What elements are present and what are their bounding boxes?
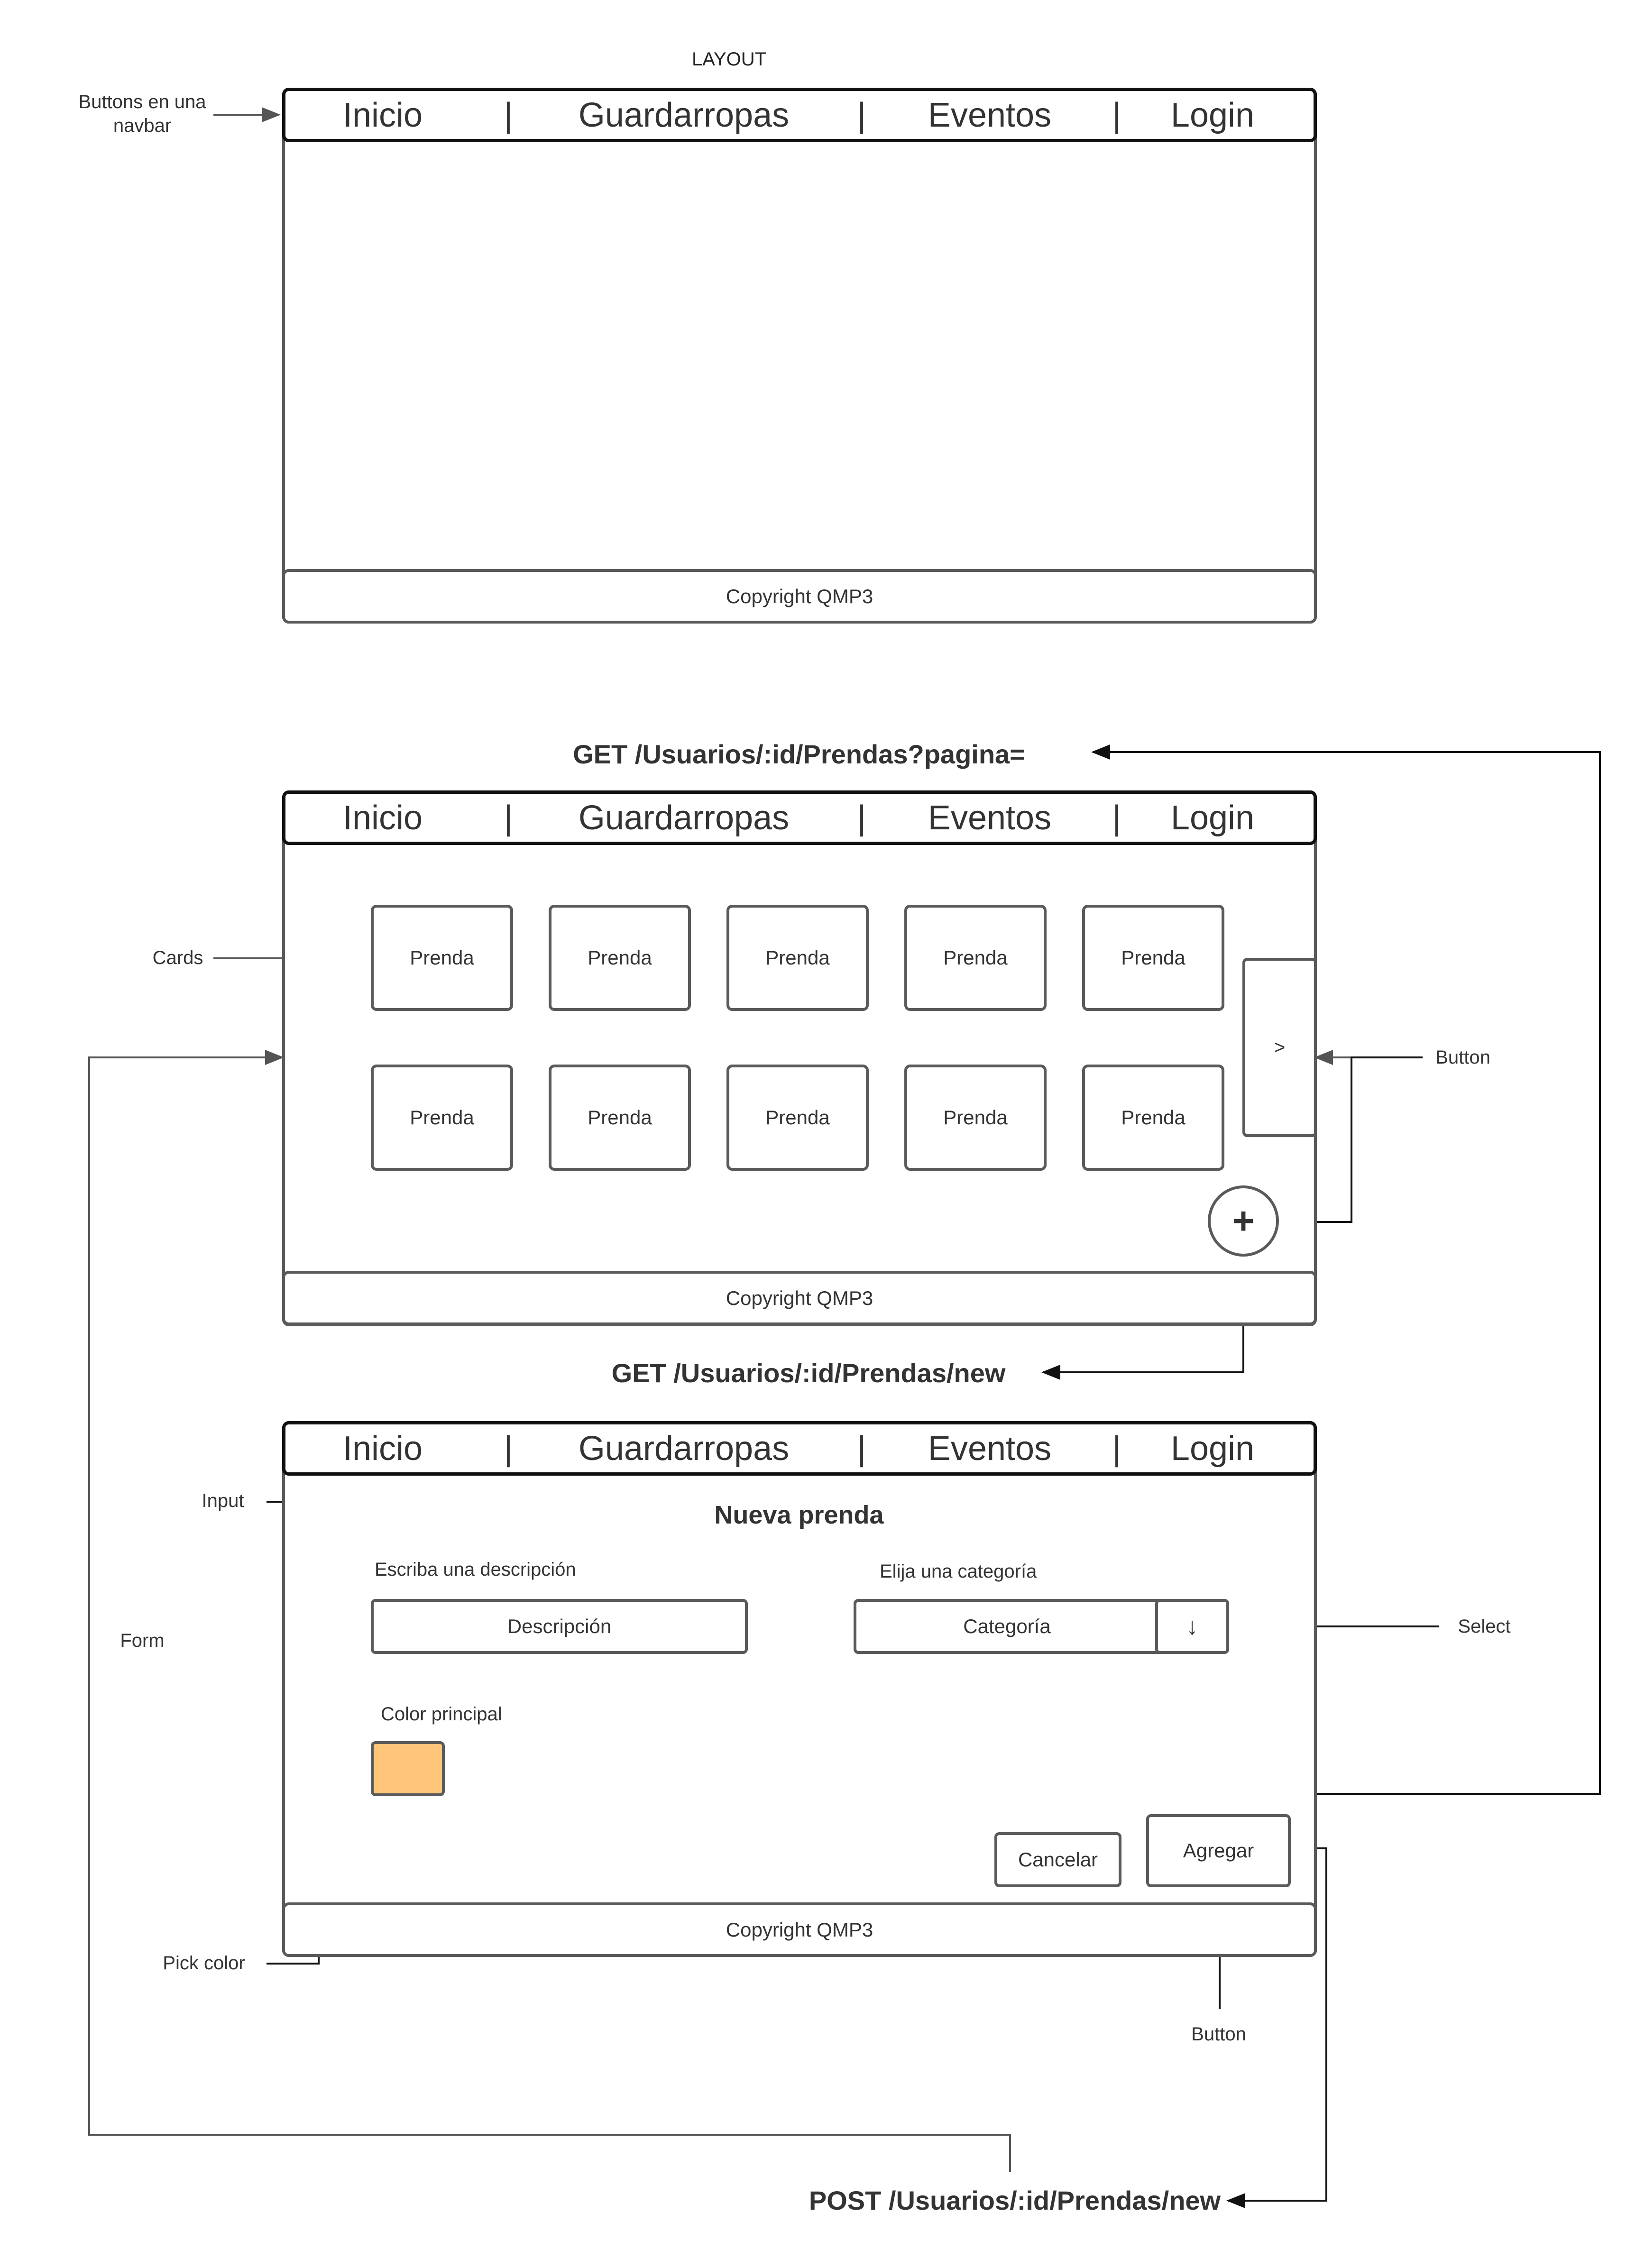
next-page-button[interactable]: > [1242, 958, 1317, 1137]
cancel-button[interactable]: Cancelar [994, 1832, 1121, 1887]
layout-title: LAYOUT [691, 48, 767, 70]
prenda-card[interactable]: Prenda [904, 905, 1047, 1011]
add-prenda-button[interactable]: + [1208, 1185, 1279, 1257]
form-annotation: Form [120, 1630, 165, 1651]
new-prenda-frame [282, 1421, 1317, 1957]
nav-separator: | [504, 1429, 513, 1468]
nav-item-inicio[interactable]: Inicio [342, 799, 423, 837]
prenda-card[interactable]: Prenda [1082, 905, 1224, 1011]
select-annotation: Select [1458, 1616, 1511, 1637]
nav-separator: | [1112, 799, 1121, 837]
nav-separator: | [857, 1429, 866, 1468]
prenda-card[interactable]: Prenda [371, 1065, 513, 1171]
nav-separator: | [504, 96, 513, 134]
layout-footer: Copyright QMP3 [282, 569, 1317, 624]
navbar-annotation: Buttons en una navbar [78, 92, 206, 136]
nav-item-eventos[interactable]: Eventos [928, 1429, 1052, 1468]
layout-frame [282, 88, 1317, 624]
nav-item-eventos[interactable]: Eventos [928, 799, 1052, 837]
color-picker-swatch[interactable] [371, 1741, 445, 1796]
nav-item-guardarropas[interactable]: Guardarropas [578, 1429, 790, 1468]
category-select-value: Categoría [963, 1615, 1051, 1637]
color-label: Color principal [381, 1703, 502, 1725]
route-post: POST /Usuarios/:id/Prendas/new [809, 2185, 1221, 2215]
add-button[interactable]: Agregar [1146, 1814, 1291, 1887]
layout-navbar: Inicio | Guardarropas | Eventos | Login [282, 88, 1317, 142]
description-input[interactable]: Descripción [371, 1599, 748, 1654]
list-navbar: Inicio | Guardarropas | Eventos | Login [282, 790, 1317, 845]
prenda-card[interactable]: Prenda [726, 905, 869, 1011]
nav-item-inicio[interactable]: Inicio [342, 1429, 423, 1468]
route-new: GET /Usuarios/:id/Prendas/new [611, 1358, 1006, 1388]
input-annotation: Input [202, 1490, 244, 1511]
button-annotation: Button [1435, 1047, 1490, 1068]
pick-color-annotation: Pick color [163, 1952, 245, 1974]
form-title: Nueva prenda [714, 1501, 884, 1529]
nav-item-login[interactable]: Login [1170, 799, 1255, 837]
prenda-card[interactable]: Prenda [904, 1065, 1047, 1171]
category-label: Elija una categoría [880, 1561, 1037, 1582]
nav-separator: | [1112, 1429, 1121, 1468]
nav-item-login[interactable]: Login [1170, 96, 1255, 134]
nav-item-guardarropas[interactable]: Guardarropas [578, 799, 790, 837]
nav-item-eventos[interactable]: Eventos [928, 96, 1052, 134]
cards-annotation: Cards [152, 947, 203, 968]
nav-separator: | [1112, 96, 1121, 134]
nav-item-inicio[interactable]: Inicio [342, 96, 423, 134]
button-bottom-annotation: Button [1191, 2023, 1246, 2045]
prenda-card[interactable]: Prenda [549, 905, 691, 1011]
prenda-card[interactable]: Prenda [549, 1065, 691, 1171]
chevron-down-icon[interactable]: ↓ [1155, 1599, 1229, 1654]
post-route-to-list-frame-arrow [88, 1050, 1011, 2172]
route-list: GET /Usuarios/:id/Prendas?pagina= [573, 739, 1025, 769]
list-frame [282, 790, 1317, 1326]
description-label: Escriba una descripción [375, 1559, 576, 1580]
prenda-card[interactable]: Prenda [726, 1065, 869, 1171]
new-prenda-footer: Copyright QMP3 [282, 1902, 1317, 1957]
prenda-card[interactable]: Prenda [371, 905, 513, 1011]
list-footer: Copyright QMP3 [282, 1271, 1317, 1325]
nav-separator: | [857, 799, 866, 837]
nav-item-login[interactable]: Login [1170, 1429, 1255, 1468]
new-prenda-navbar: Inicio | Guardarropas | Eventos | Login [282, 1421, 1317, 1476]
prenda-card[interactable]: Prenda [1082, 1065, 1224, 1171]
nav-separator: | [857, 96, 866, 134]
nav-separator: | [504, 799, 513, 837]
nav-item-guardarropas[interactable]: Guardarropas [578, 96, 790, 134]
